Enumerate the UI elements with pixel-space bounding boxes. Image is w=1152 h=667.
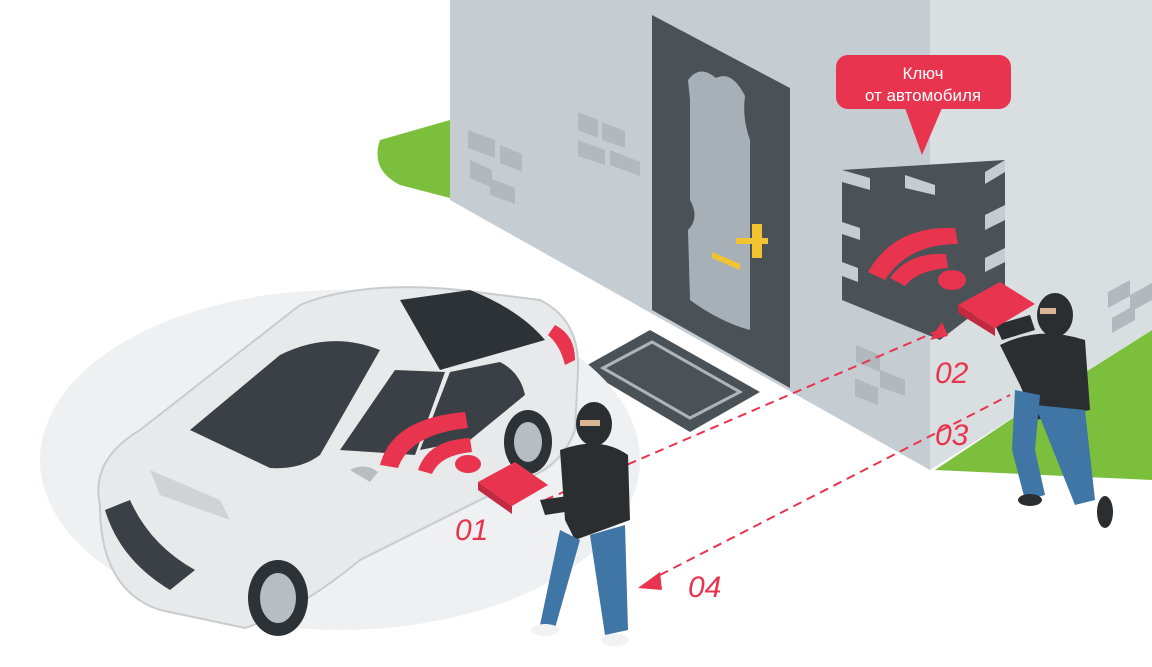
thief-near-house <box>995 293 1113 528</box>
wifi-signal-icon <box>868 227 966 290</box>
wifi-signal-icon <box>380 412 481 474</box>
signal-line-04 <box>659 394 1011 576</box>
relay-device-icon <box>958 282 1035 328</box>
car-mirror <box>350 466 378 482</box>
car-tail-light <box>548 325 575 365</box>
brick-corner <box>842 160 1005 340</box>
car <box>97 286 580 636</box>
car-roof-glass <box>400 290 545 370</box>
door-handle <box>736 238 768 244</box>
signal-line-02 <box>544 329 941 501</box>
door-mat-border <box>599 340 744 420</box>
car-windshield <box>190 341 380 469</box>
arrow-to-key <box>930 322 948 340</box>
callout-pointer <box>905 108 942 155</box>
step-label-03: 03 <box>935 419 969 452</box>
building-side-wall <box>930 0 1152 470</box>
thief-head-mask <box>1037 293 1073 337</box>
thief-near-car <box>531 402 630 646</box>
arrow-to-car <box>638 572 662 590</box>
wall-bricks <box>468 112 1152 405</box>
door-glass <box>688 71 750 330</box>
door-mail-slot <box>712 252 740 270</box>
step-label-02: 02 <box>935 357 969 390</box>
callout-line2: от автомобиля <box>865 86 981 105</box>
step-label-01: 01 <box>455 514 488 547</box>
car-grille <box>105 500 195 590</box>
brick-corner-gaps <box>842 160 1005 282</box>
callout-line1: Ключ <box>902 64 943 83</box>
relay-device-icon <box>478 462 548 506</box>
key-callout: Ключ от автомобиля <box>836 55 1011 155</box>
signal-paths <box>544 329 1011 576</box>
step-label-04: 04 <box>688 571 721 604</box>
grass-left <box>377 120 450 198</box>
car-headlight <box>150 470 230 520</box>
callout-bubble <box>836 55 1011 109</box>
